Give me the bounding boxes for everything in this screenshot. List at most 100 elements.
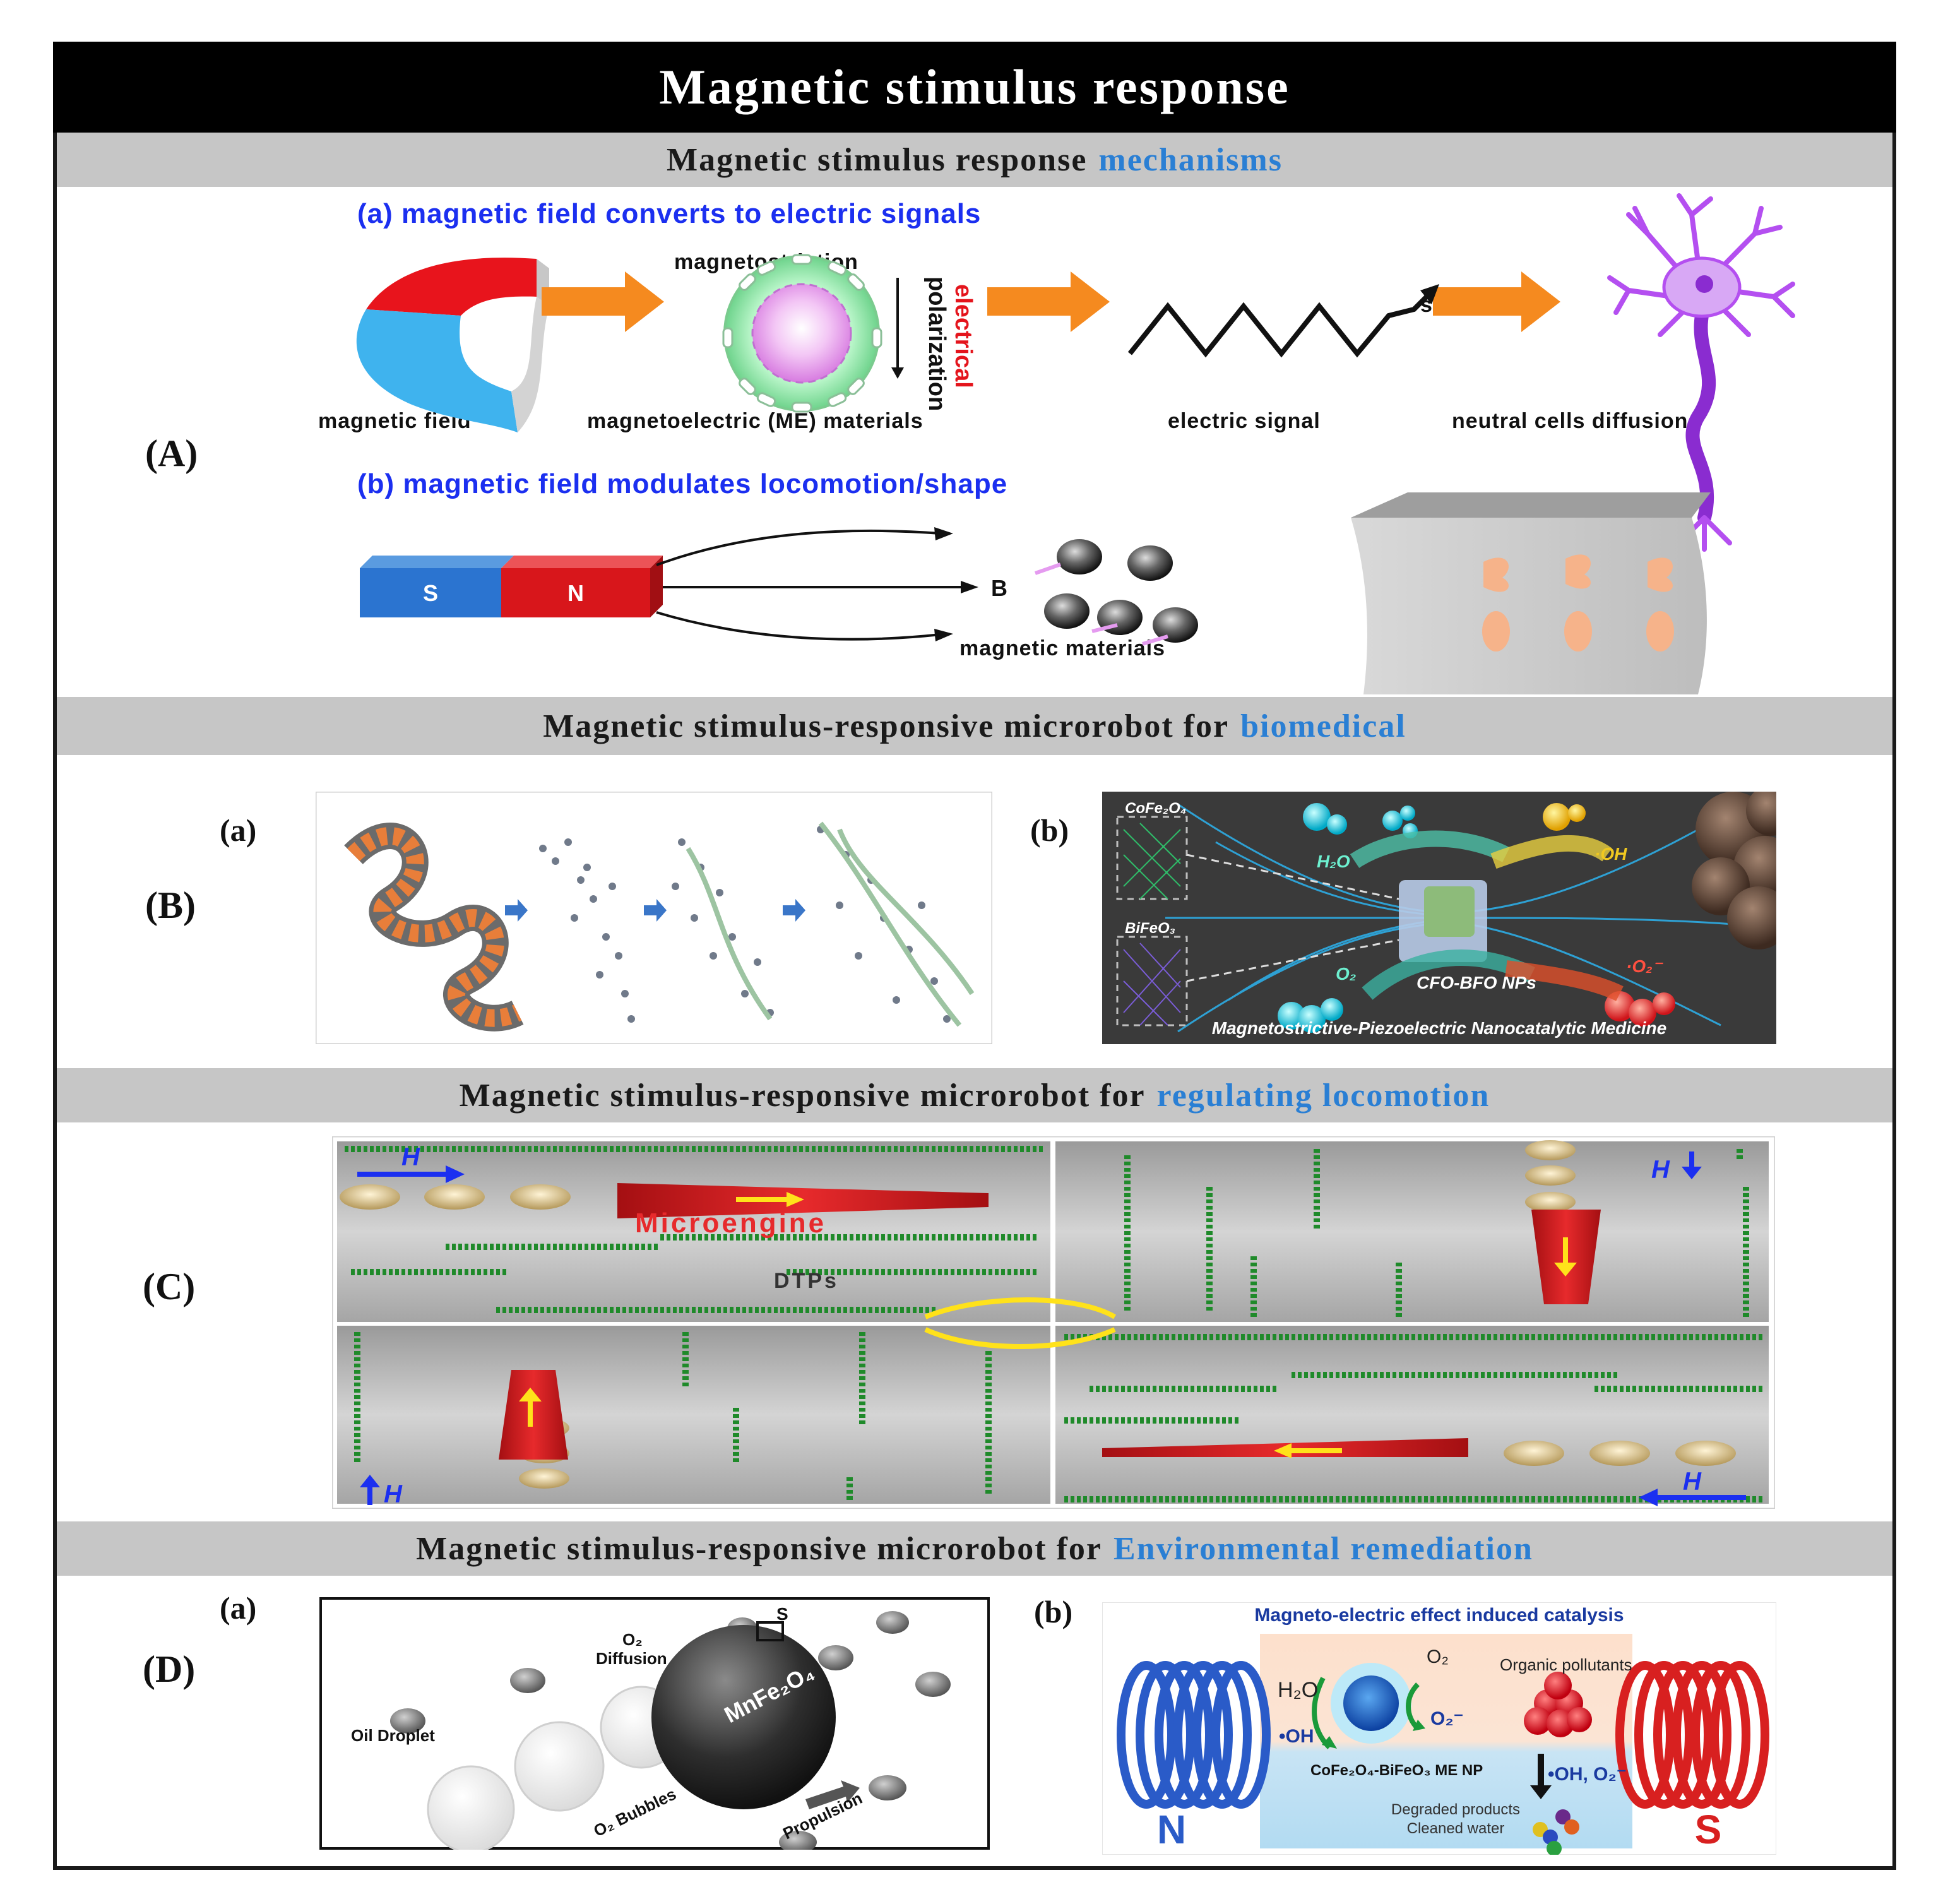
coil-s-icon [1615,1661,1769,1809]
h-field-arrow-icon [357,1151,1746,1506]
reaction-arrow-icon [1312,1677,1331,1749]
direction-arrow-icon [519,1192,1577,1458]
lattice-pattern-2 [1123,943,1181,1026]
pollutant-cluster-icon [1524,1672,1592,1737]
panel-label-a: (A) [145,432,198,474]
section-prefix: Magnetic stimulus-responsive microrobot … [459,1077,1146,1114]
bife-label: BiFeO₃ [1125,920,1175,937]
section-highlight: mechanisms [1098,141,1283,178]
organic-label: Organic pollutants [1500,1655,1632,1674]
sub-label-d-a: (a) [220,1590,257,1626]
h-field-label: H [401,1143,420,1171]
catalysis-title: Magneto-electric effect induced catalysi… [1254,1605,1624,1626]
caption-magnetic-materials: magnetic materials [959,636,1166,660]
cofe-lattice-icon [1116,816,1188,900]
coil-n-icon [1117,1661,1271,1809]
step-arrow-icon [505,899,805,922]
inset-box-icon [756,1621,784,1641]
diffusion-label: Diffusion [596,1649,667,1668]
pole-n-label: N [1157,1807,1186,1852]
nanocatalytic-caption: Magnetostrictive-Piezoelectric Nanocatal… [1212,1018,1666,1038]
o2-radical-label: ·O₂⁻ [1626,956,1664,976]
panel-a-graphics: polarization electrical S N B [356,193,1795,694]
o2-radical-label: O₂⁻ [1430,1708,1464,1729]
dtps-label: DTPs [774,1269,839,1293]
label-electrical: electrical [950,284,977,388]
h-field-label: H [384,1480,403,1508]
mnfe-particle-icon [651,1625,836,1809]
heading-a-signals: (a) magnetic field converts to electric … [357,198,982,229]
oh-o2-label: •OH, O₂⁻ [1548,1764,1627,1785]
flow-arrow-icon [542,271,1560,332]
h-field-label: H [1683,1468,1702,1496]
np-label: CFO-BFO NPs [1416,973,1536,992]
section-highlight: Environmental remediation [1114,1530,1533,1567]
nanoparticle-cube-icon [1399,880,1487,962]
section-bar-mechanisms: Magnetic stimulus response mechanisms [57,133,1892,187]
electric-signal-icon [1127,295,1428,358]
reaction-arrow-icon [1490,835,1612,869]
sub-label-b-a: (a) [220,812,257,848]
cycle-arrow-icon [924,1297,1117,1319]
panel-label-c: (C) [143,1266,196,1307]
s-label: S [776,1604,788,1624]
molecules-icon [1278,803,1675,1033]
reaction-arrow-icon [1505,960,1624,1001]
magnet-s-label: S [423,580,438,606]
section-prefix: Magnetic stimulus-responsive microrobot … [416,1530,1103,1567]
heading-b-locomotion: (b) magnetic field modulates locomotion/… [357,468,1008,499]
panel-d-b-catalysis: Magneto-electric effect induced catalysi… [1102,1602,1776,1855]
lattice-pattern [1123,823,1181,900]
caption-neutral-cells: neutral cells diffusion [1452,409,1689,433]
cofe-label: CoFe₂O₄ [1125,800,1186,817]
tumor-cluster-icon [1692,792,1776,949]
microengine-label: Microengine [635,1208,826,1239]
tissue-block-icon [1351,492,1711,694]
pole-s-label: S [1695,1807,1722,1852]
section-highlight: regulating locomotion [1156,1077,1490,1114]
panel-d-a-janus: S O₂ Diffusion MnFe₂O₄ Oil Droplet O₂ Bu… [319,1597,990,1850]
section-prefix: Magnetic stimulus-responsive microrobot … [543,708,1230,744]
panel-c-microengine: H H H H Microengine DTPs [332,1136,1775,1509]
reaction-arrow-icon [1350,830,1510,868]
magnet-n-label: N [567,580,584,606]
panel-b-b-nanocatalytic: CoFe₂O₄ BiFeO₃ H₂O ·OH O₂ ·O₂⁻ CFO-BFO N… [1102,792,1776,1044]
o2-label: O₂ [1427,1646,1449,1667]
h-field-label: H [1651,1156,1670,1184]
panel-label-b: (B) [145,884,196,926]
label-polarization: polarization [924,277,950,411]
oh-label: •OH [1279,1726,1314,1747]
h2o-label: H₂O [1317,852,1350,871]
panel-b-a-scaffold [316,792,992,1044]
degraded-products-icon [1533,1809,1579,1855]
propulsion-arrow-icon [805,1780,860,1809]
field-b-label: B [991,575,1007,601]
section-bar-locomotion: Magnetic stimulus-responsive microrobot … [57,1068,1892,1122]
oil-droplet-label: Oil Droplet [351,1726,435,1745]
field-lines-icon [656,529,966,641]
dtp-chains-icon [345,1146,1765,1502]
me-particle-icon [722,254,882,413]
reaction-arrow-icon [1406,1682,1420,1730]
o2-diffusion-top: O₂ [622,1630,643,1649]
sub-label-d-b: (b) [1034,1594,1073,1629]
magnetic-particles-icon [1035,539,1198,646]
fiber-icon [686,821,975,1027]
panel-label-d: (D) [143,1648,196,1690]
horseshoe-magnet-icon [356,258,549,432]
caption-me-materials: magnetoelectric (ME) materials [587,409,924,433]
down-arrow-icon [1530,1754,1552,1799]
section-bar-environmental: Magnetic stimulus-responsive microrobot … [57,1521,1892,1576]
o2-label: O₂ [1336,964,1356,984]
figure-title: Magnetic stimulus response [53,42,1896,133]
bar-magnet-icon: S N [360,556,663,617]
section-highlight: biomedical [1240,708,1406,744]
cleaned-label: Cleaned water [1407,1820,1505,1837]
section-prefix: Magnetic stimulus response [667,141,1088,178]
degraded-label: Degraded products [1391,1801,1520,1818]
caption-electric-signal: electric signal [1168,409,1321,433]
h2o-label: H₂O [1278,1678,1318,1702]
section-bar-biomedical: Magnetic stimulus-responsive microrobot … [57,697,1892,755]
oh-label: ·OH [1595,844,1627,864]
me-np-label: CoFe₂O₄-BiFeO₃ ME NP [1310,1762,1483,1779]
